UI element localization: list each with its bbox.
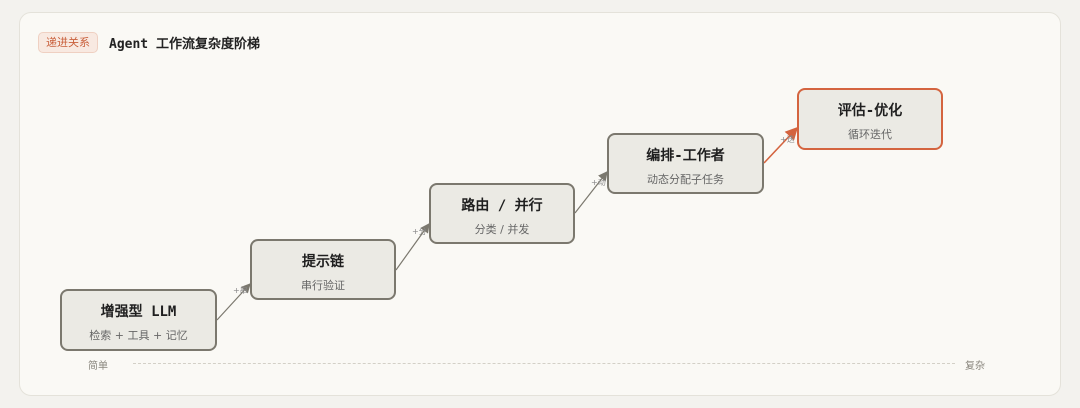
category-badge: 递进关系 xyxy=(38,32,98,53)
node-subtitle: 动态分配子任务 xyxy=(647,173,724,186)
edge-label: +动 xyxy=(591,178,606,187)
node-evaluator-optimizer: 评估-优化 循环迭代 xyxy=(797,88,943,150)
node-title: 增强型 LLM xyxy=(100,304,177,320)
complexity-axis xyxy=(133,363,955,364)
edge-label: +串 xyxy=(233,286,248,295)
node-title: 路由 / 并行 xyxy=(461,198,543,214)
node-subtitle: 串行验证 xyxy=(301,279,345,292)
axis-start-label: 简单 xyxy=(88,361,108,372)
node-subtitle: 循环迭代 xyxy=(848,128,892,141)
axis-end-label: 复杂 xyxy=(965,361,985,372)
node-subtitle: 分类 / 并发 xyxy=(474,223,530,236)
edge-1 xyxy=(216,283,251,321)
node-routing-parallel: 路由 / 并行 分类 / 并发 xyxy=(429,183,575,244)
edge-4 xyxy=(763,126,799,164)
diagram-title: Agent 工作流复杂度阶梯 xyxy=(109,37,260,52)
node-orchestrator-worker: 编排-工作者 动态分配子任务 xyxy=(607,133,764,194)
node-title: 编排-工作者 xyxy=(646,148,725,164)
node-title: 提示链 xyxy=(302,254,344,270)
node-augmented-llm: 增强型 LLM 检索 + 工具 + 记忆 xyxy=(60,289,217,351)
node-prompt-chain: 提示链 串行验证 xyxy=(250,239,396,300)
edge-3 xyxy=(574,171,608,214)
node-subtitle: 检索 + 工具 + 记忆 xyxy=(89,329,188,342)
node-title: 评估-优化 xyxy=(837,103,903,119)
edge-2 xyxy=(395,223,430,271)
edge-label: +分 xyxy=(412,227,427,236)
edge-label: +迭 xyxy=(780,135,795,144)
